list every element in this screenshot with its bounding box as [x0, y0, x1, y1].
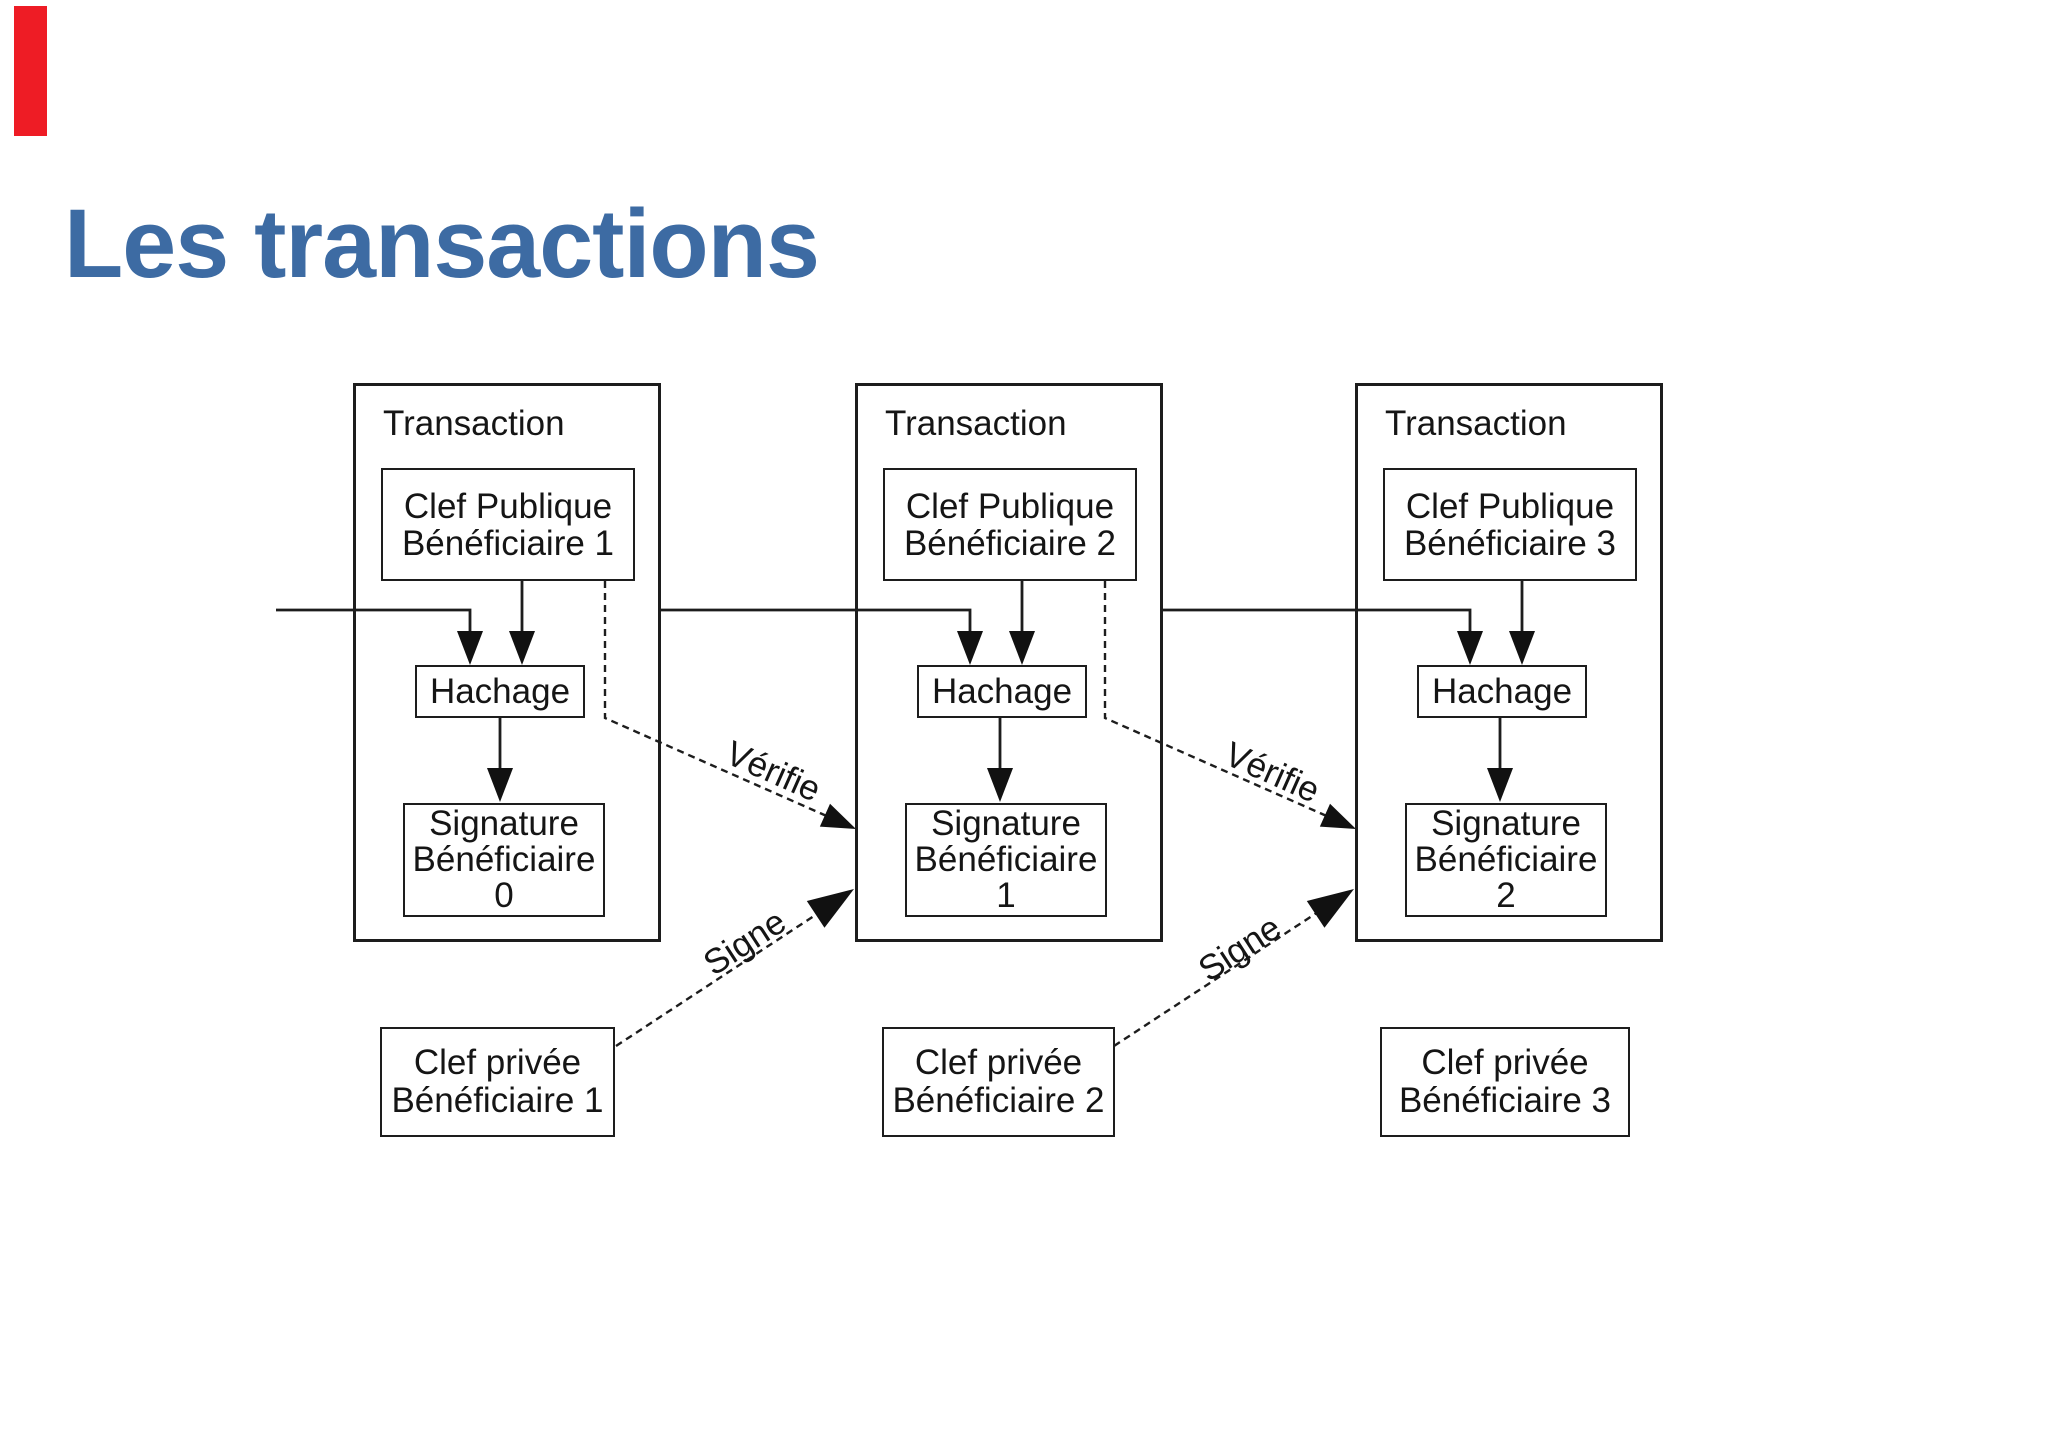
hash-label: Hachage [1431, 671, 1573, 711]
public-key-line1: Clef Publique [403, 486, 613, 526]
red-marker-bar [14, 6, 47, 136]
transaction-label: Transaction [885, 404, 1067, 443]
transaction-label: Transaction [1385, 404, 1567, 443]
private-key-line1: Clef privée [914, 1043, 1083, 1082]
signature-box: Signature Bénéficiaire 2 [1405, 803, 1607, 917]
page-title: Les transactions [64, 189, 820, 298]
dashed-arrowheads [806, 803, 1356, 928]
signature-box: Signature Bénéficiaire 1 [905, 803, 1107, 917]
transaction-box-3: Transaction Clef Publique Bénéficiaire 3… [1355, 383, 1663, 942]
transaction-box-1: Transaction Clef Publique Bénéficiaire 1… [353, 383, 661, 942]
signature-line3: 1 [996, 876, 1016, 915]
signature-line2: Bénéficiaire [412, 840, 596, 879]
hash-box: Hachage [415, 665, 585, 718]
public-key-line1: Clef Publique [1405, 486, 1615, 526]
signature-box: Signature Bénéficiaire 0 [403, 803, 605, 917]
signature-line1: Signature [1431, 804, 1581, 843]
transaction-box-2: Transaction Clef Publique Bénéficiaire 2… [855, 383, 1163, 942]
transaction-frame [855, 383, 1163, 942]
chain-line-left [276, 608, 472, 634]
public-key-box: Clef Publique Bénéficiaire 1 [381, 468, 635, 581]
private-key-line1: Clef privée [1421, 1043, 1589, 1082]
public-key-line2: Bénéficiaire 1 [401, 523, 615, 563]
chain-line-t1-t2 [661, 608, 972, 634]
private-key-box-1: Clef privée Bénéficiaire 1 [380, 1027, 615, 1137]
hash-label: Hachage [931, 671, 1073, 711]
signature-line3: 2 [1496, 876, 1516, 915]
sign-line-1 [615, 910, 821, 1048]
private-key-box-3: Clef privée Bénéficiaire 3 [1380, 1027, 1630, 1137]
hash-label: Hachage [429, 671, 571, 711]
transaction-frame [1355, 383, 1663, 942]
private-key-line2: Bénéficiaire 3 [1398, 1081, 1612, 1120]
private-key-box-2: Clef privée Bénéficiaire 2 [882, 1027, 1115, 1137]
public-key-box: Clef Publique Bénéficiaire 3 [1383, 468, 1637, 581]
transaction-label: Transaction [383, 404, 565, 443]
chain-line-t2-t3 [1163, 608, 1472, 634]
public-key-line2: Bénéficiaire 2 [903, 523, 1117, 563]
private-key-line2: Bénéficiaire 2 [892, 1081, 1105, 1120]
public-key-line2: Bénéficiaire 3 [1403, 523, 1617, 563]
signature-line1: Signature [429, 804, 579, 843]
transaction-frame [353, 383, 661, 942]
public-key-box: Clef Publique Bénéficiaire 2 [883, 468, 1137, 581]
hash-box: Hachage [1417, 665, 1587, 718]
hash-box: Hachage [917, 665, 1087, 718]
private-key-line1: Clef privée [413, 1043, 582, 1082]
sign-line-2 [1113, 910, 1319, 1048]
signature-line3: 0 [494, 876, 514, 915]
verify-line-1 [603, 581, 839, 823]
solid-arrowheads [457, 631, 1535, 802]
signature-line1: Signature [931, 804, 1081, 843]
private-key-line2: Bénéficiaire 1 [391, 1081, 604, 1120]
public-key-line1: Clef Publique [905, 486, 1115, 526]
signature-line2: Bénéficiaire [914, 840, 1098, 879]
signature-line2: Bénéficiaire [1414, 840, 1598, 879]
verify-line-2 [1103, 581, 1339, 823]
